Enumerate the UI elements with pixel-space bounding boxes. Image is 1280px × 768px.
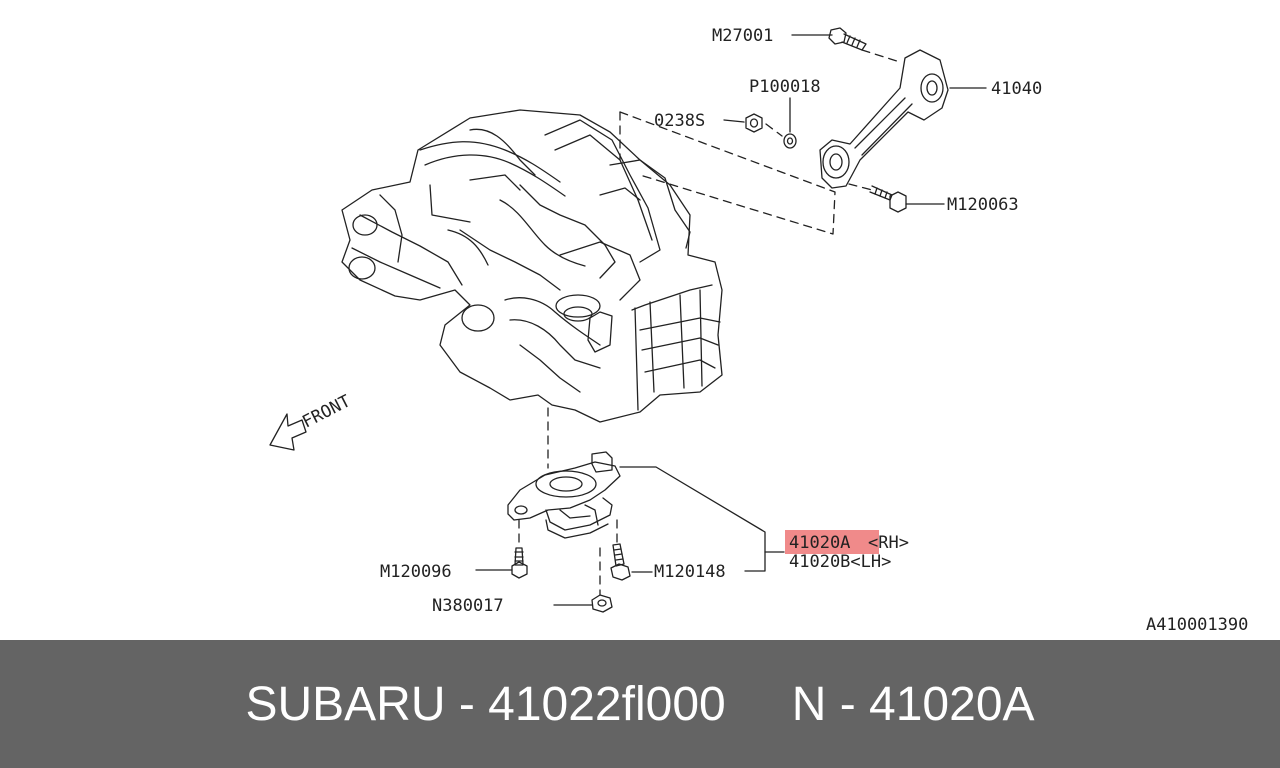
front-arrow [269,413,307,451]
nut-0238s [745,113,763,133]
washer-p100018 [783,133,797,149]
bolt-m120148 [610,543,631,581]
torque-rod [819,49,949,189]
label-41020a-side: <RH> [868,533,909,553]
footer-diagram-number: N - 41020A [791,677,1035,731]
nut-n380017 [591,594,613,613]
bolt-m27001 [828,27,867,51]
leader-lines [475,34,987,606]
engine-illustration [341,109,723,423]
diagram-reference: A410001390 [1146,615,1248,635]
part-highlight [785,530,879,554]
label-m120148[interactable]: M120148 [654,562,726,582]
label-p100018[interactable]: P100018 [749,77,821,97]
label-41020a[interactable]: 41020A [789,533,850,553]
bolt-m120096 [511,547,528,579]
label-m120063[interactable]: M120063 [947,195,1019,215]
guide-lines [518,49,901,596]
label-0238s[interactable]: 0238S [654,111,705,131]
footer-part-number: SUBARU - 41022fl000 [245,677,726,731]
label-41020b[interactable]: 41020B<LH> [789,552,891,572]
label-front: FRONT [299,391,354,432]
parts-diagram: M27001 P100018 0238S 41040 M120063 FRONT… [269,26,1248,635]
footer-bar: SUBARU - 41022fl000 N - 41020A [0,640,1280,768]
bolt-m120063 [869,185,907,213]
engine-mount [507,451,621,539]
label-m120096[interactable]: M120096 [380,562,452,582]
label-n380017[interactable]: N380017 [432,596,504,616]
label-41040[interactable]: 41040 [991,79,1042,99]
label-m27001[interactable]: M27001 [712,26,773,46]
